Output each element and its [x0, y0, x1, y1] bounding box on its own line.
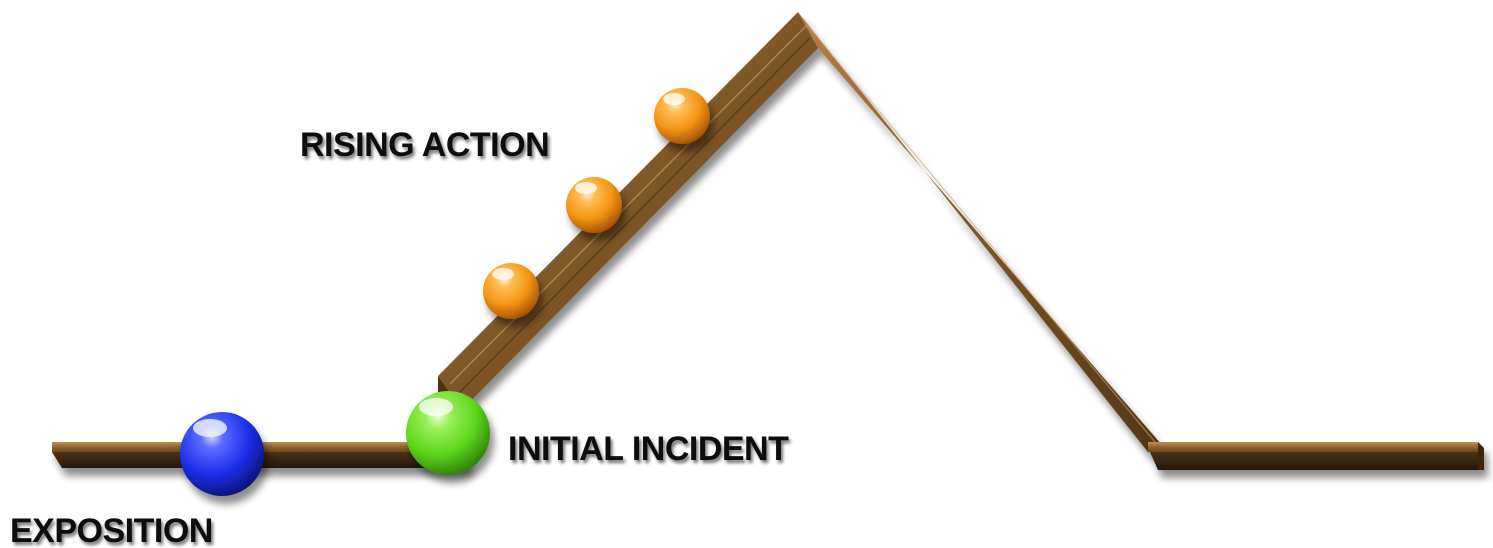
- resolution-segment: [1148, 442, 1484, 470]
- rising-segment: [438, 12, 818, 452]
- falling-segment: [798, 12, 1168, 452]
- rising-action-label: RISING ACTION: [300, 126, 549, 164]
- plot-track: [52, 12, 1484, 470]
- exposition-label: EXPOSITION: [10, 512, 213, 548]
- initial-incident-label: INITIAL INCIDENT: [508, 430, 789, 468]
